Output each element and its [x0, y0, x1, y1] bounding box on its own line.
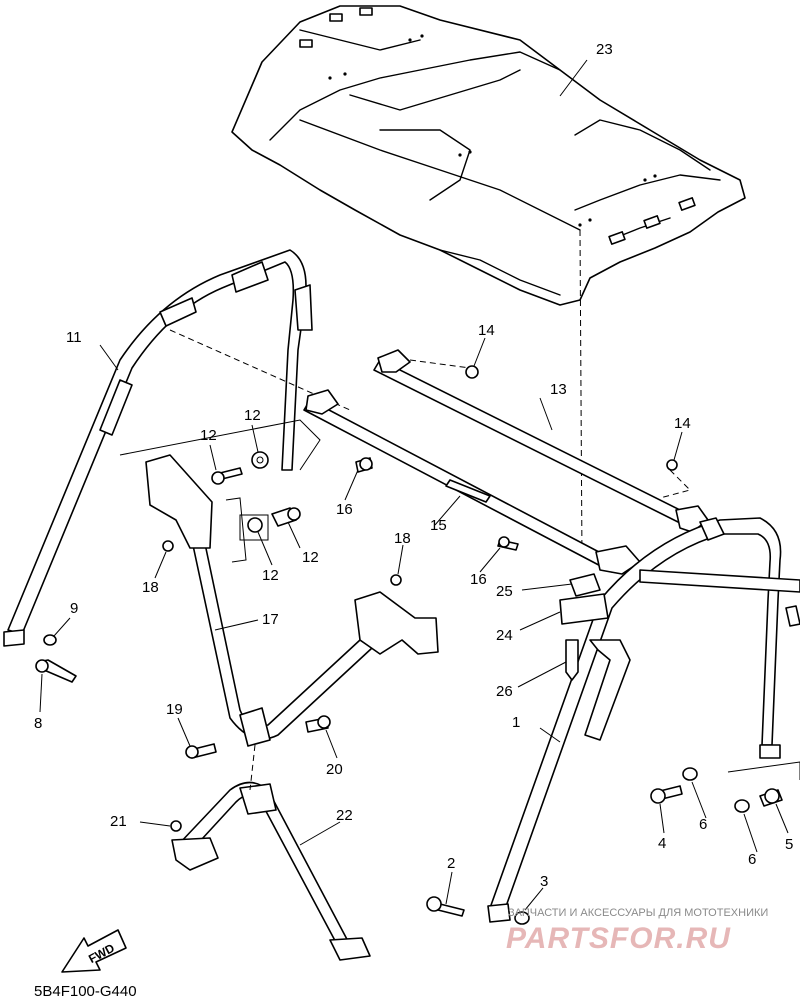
left-roll-bar [3, 249, 313, 647]
lower-brace [171, 781, 371, 961]
watermark: ЗАПЧАСТИ И АКСЕССУАРЫ ДЛЯ МОТОТЕХНИКИ PA… [506, 907, 768, 955]
leader-lines [39, 59, 789, 911]
forward-direction-arrow: FWD [61, 929, 127, 973]
callout-10: 12 [200, 427, 217, 444]
upper-cross-bar [373, 349, 709, 533]
callout-14-right: 14 [674, 415, 691, 432]
callout-25: 25 [496, 583, 513, 600]
watermark-subtitle: ЗАПЧАСТИ И АКСЕССУАРЫ ДЛЯ МОТОТЕХНИКИ [508, 907, 768, 919]
callout-23: 23 [596, 41, 613, 58]
callout-20: 20 [326, 761, 343, 778]
callout-6-upper: 6 [699, 816, 707, 833]
callout-19: 19 [166, 701, 183, 718]
roof-canopy [231, 5, 746, 306]
support-bar [145, 454, 439, 747]
callout-22: 21 [110, 813, 127, 830]
callout-16-upper: 16 [336, 501, 353, 518]
callout-18-left: 18 [142, 579, 159, 596]
callout-21: 22 [336, 807, 353, 824]
callout-15: 15 [430, 517, 447, 534]
callout-11: 12 [302, 549, 319, 566]
diagram-code: 5B4F100-G440 [34, 983, 137, 1000]
callout-8: 8 [34, 715, 42, 732]
callout-3: 3 [540, 873, 548, 890]
fasteners [35, 365, 783, 925]
callout-labels: 23 11 14 13 14 12 12 16 15 12 12 18 16 2… [34, 41, 793, 890]
callout-6-lower: 6 [748, 851, 756, 868]
callout-5: 5 [785, 836, 793, 853]
callout-4: 4 [658, 835, 666, 852]
callout-2: 2 [447, 855, 455, 872]
callout-18-middle: 18 [394, 530, 411, 547]
right-roll-bar [487, 517, 800, 923]
callout-14-upper: 14 [478, 322, 495, 339]
callout-16-lower: 16 [470, 571, 487, 588]
callout-1: 1 [512, 714, 520, 731]
callout-7: 11 [66, 329, 82, 346]
callout-13: 13 [550, 381, 567, 398]
callout-9: 9 [70, 600, 78, 617]
callout-12-lower: 12 [262, 567, 279, 584]
callout-24: 24 [496, 627, 513, 644]
callout-12-upper: 12 [244, 407, 261, 424]
watermark-brand: PARTSFOR.RU [506, 922, 731, 955]
lower-cross-bar [303, 389, 641, 575]
callout-26: 26 [496, 683, 513, 700]
callout-17: 17 [262, 611, 279, 628]
